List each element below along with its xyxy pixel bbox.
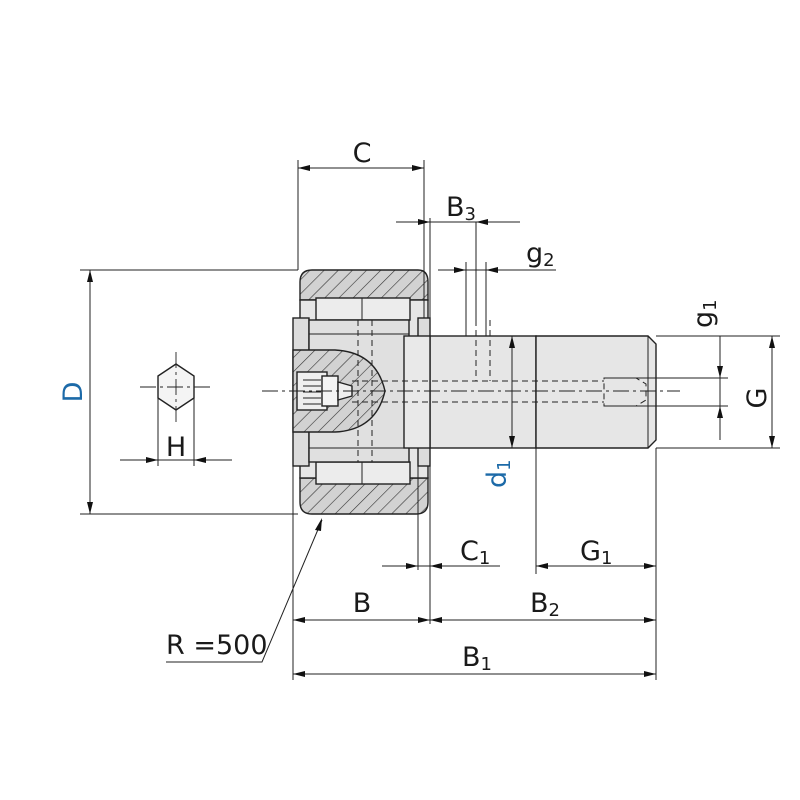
dimension-lines: [80, 160, 780, 680]
outer-ring-bottom-section: [299, 477, 429, 515]
label-D: D: [58, 382, 89, 403]
label-R: R =500: [166, 630, 268, 661]
label-g2: g2: [526, 238, 555, 271]
label-G1: G1: [580, 536, 612, 569]
label-B1: B1: [462, 642, 492, 675]
shoulder: [403, 335, 431, 449]
stud-shank: [429, 335, 537, 449]
label-C1: C1: [460, 536, 490, 569]
threaded-section: [535, 335, 657, 449]
label-H: H: [166, 432, 186, 463]
label-d1: d1: [482, 459, 515, 488]
outer-ring-top-section: [299, 269, 429, 301]
hex-end-view: [120, 352, 232, 466]
label-B2: B2: [530, 588, 560, 621]
label-B3: B3: [446, 192, 476, 225]
dimension-labels: C B3 g2 g1 G D H d1 C1 G1 B B2 B1 R =500: [58, 138, 773, 675]
roller-bottom: [315, 461, 411, 485]
label-g1: g1: [688, 299, 721, 328]
label-C: C: [353, 138, 372, 169]
label-G: G: [742, 388, 773, 409]
roller-top: [315, 297, 411, 321]
label-B: B: [353, 588, 372, 619]
part-body: [262, 269, 680, 515]
